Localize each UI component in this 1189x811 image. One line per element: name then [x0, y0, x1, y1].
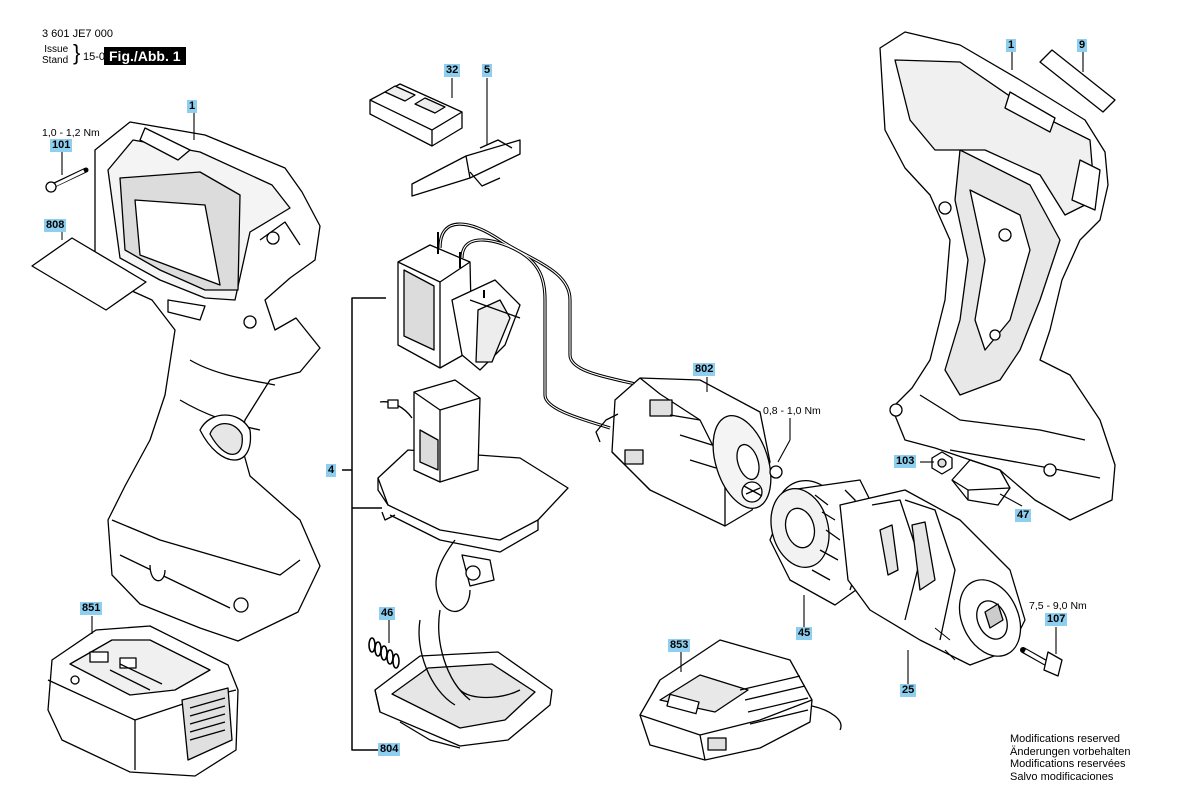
callout-103: 103	[894, 455, 917, 468]
cover-47	[951, 459, 1011, 506]
torque-101: 1,0 - 1,2 Nm	[42, 127, 100, 139]
charger-853	[639, 639, 842, 761]
switch-cover-32	[369, 83, 463, 147]
note-en: Modifications reserved	[1010, 733, 1121, 745]
note-es: Salvo modificaciones	[1010, 770, 1114, 783]
battery-socket-804	[374, 609, 553, 749]
callout-853: 853	[668, 639, 691, 652]
modification-notes: Modifications reserved Änderungen vorbeh…	[1010, 733, 1130, 783]
stand-label: Stand	[42, 55, 69, 66]
callout-101: 101	[50, 139, 73, 152]
screw-107	[1020, 647, 1063, 677]
motor-802	[595, 377, 783, 527]
torque-107: 7,5 - 9,0 Nm	[1029, 600, 1087, 612]
spring-46	[368, 637, 400, 669]
callout-45: 45	[796, 627, 813, 640]
callout-5: 5	[482, 64, 493, 77]
callout-32: 32	[444, 64, 461, 77]
housing-right-shell	[879, 31, 1116, 521]
label-808	[31, 237, 147, 311]
callout-804: 804	[378, 743, 401, 756]
callout-107: 107	[1045, 613, 1068, 626]
callout-25: 25	[900, 684, 917, 697]
torque-802: 0,8 - 1,0 Nm	[763, 405, 821, 417]
electronic-module	[377, 379, 569, 612]
callout-808: 808	[44, 219, 67, 232]
nut-103	[931, 451, 953, 475]
figure-label: Fig./Abb. 1	[104, 47, 186, 65]
callout-47: 47	[1015, 509, 1032, 522]
callout-46: 46	[379, 607, 396, 620]
callout-9: 9	[1077, 39, 1088, 52]
callout-1-left: 1	[187, 100, 198, 113]
housing-left-shell	[94, 121, 321, 642]
switch-4	[397, 232, 521, 371]
label-9	[1039, 49, 1116, 113]
issue-stand-labels: Issue Stand	[42, 44, 68, 66]
screw-101	[45, 167, 89, 193]
switch-slider-5	[411, 139, 521, 197]
part-number: 3 601 JE7 000	[42, 28, 113, 40]
note-de: Änderungen vorbehalten	[1010, 745, 1131, 758]
chuck-25	[839, 489, 1026, 666]
callout-851: 851	[80, 602, 103, 615]
callout-802: 802	[693, 363, 716, 376]
issue-label: Issue	[44, 44, 69, 55]
leader-lines	[61, 52, 1084, 684]
callout-1-right: 1	[1006, 39, 1017, 52]
callout-4: 4	[326, 464, 337, 477]
battery-851	[47, 625, 239, 777]
callout-bracket-4	[351, 297, 386, 751]
brace-glyph: }	[73, 40, 81, 65]
note-fr: Modifications reservées	[1010, 758, 1126, 770]
